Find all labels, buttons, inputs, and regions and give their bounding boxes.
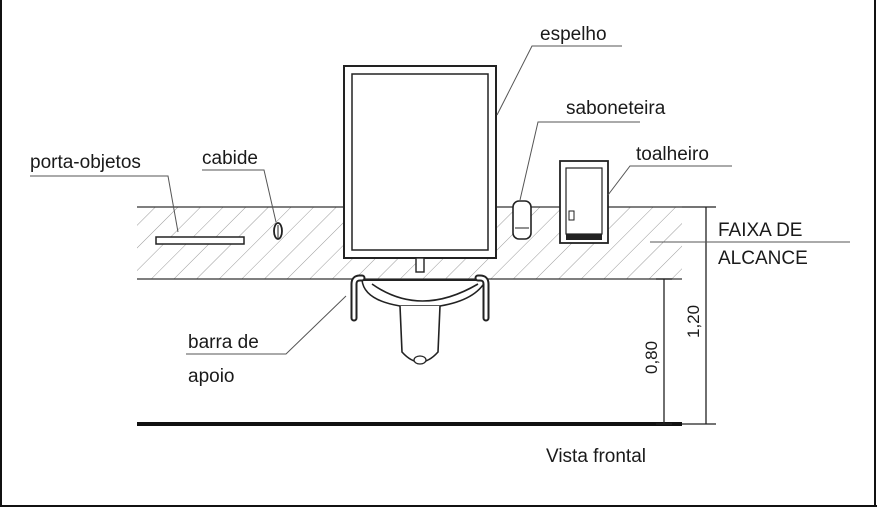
shelf: [155, 236, 245, 245]
label-porta-objetos: porta-objetos: [30, 152, 141, 173]
label-faixa-line2: ALCANCE: [718, 248, 808, 269]
soap-dispenser: [512, 200, 532, 240]
label-cabide: cabide: [202, 148, 258, 169]
dimension-lines: [656, 206, 716, 425]
dimension-lower: 0,80: [642, 341, 661, 374]
dimension-upper: 1,20: [684, 305, 703, 338]
label-saboneteira: saboneteira: [566, 98, 666, 119]
label-vista-frontal: Vista frontal: [546, 446, 646, 467]
leader-lines: [30, 45, 850, 355]
label-faixa-line1: FAIXA DE: [718, 220, 802, 241]
support-bars: [350, 274, 490, 322]
mirror: [343, 65, 497, 259]
sink: [361, 257, 487, 365]
label-barra-line1: barra de: [188, 332, 259, 353]
label-espelho: espelho: [540, 24, 607, 45]
towel-dispenser: [559, 160, 609, 244]
label-barra-line2: apoio: [188, 366, 235, 387]
label-toalheiro: toalheiro: [636, 144, 709, 165]
hook: [273, 222, 283, 240]
